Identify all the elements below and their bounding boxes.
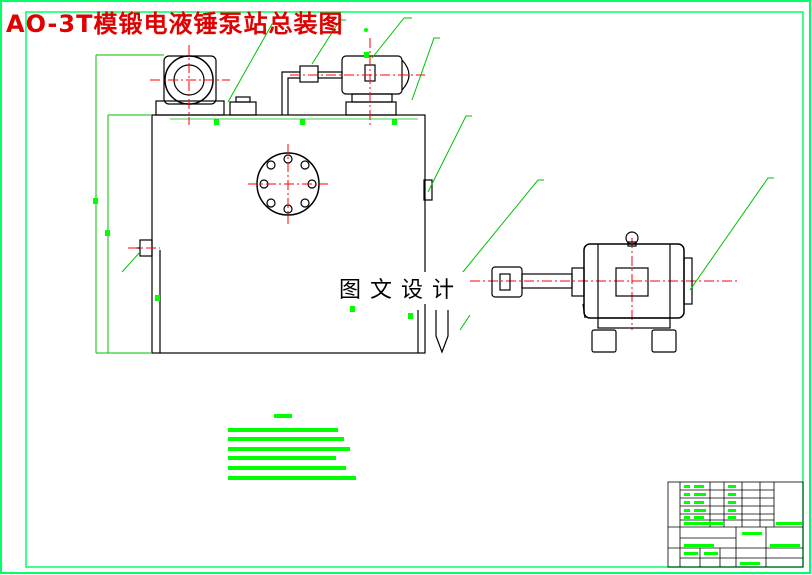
suction-strainer (435, 310, 449, 354)
leader-lines (121, 17, 774, 331)
coupling (491, 266, 523, 298)
pressure-pipe (281, 71, 300, 115)
motor-foot-right (651, 329, 677, 353)
title-block (667, 481, 804, 568)
motor-foot-left (591, 329, 617, 353)
level-gauge (423, 179, 433, 201)
motor-base-left (155, 100, 225, 116)
breather (229, 101, 257, 116)
watermark-text: 图文设计 (333, 272, 470, 304)
inner-frame (25, 11, 804, 568)
technical-requirements-notes (228, 414, 356, 480)
lifting-eye (625, 231, 639, 245)
dimension-marks (93, 52, 413, 319)
title-block-text-marks (684, 485, 802, 565)
motor-pump-side-view (491, 231, 693, 353)
drawing-title: AO-3T模锻电液锤泵站总装图 (6, 10, 344, 38)
centerlines (128, 38, 740, 330)
tank-front-view (95, 54, 449, 354)
